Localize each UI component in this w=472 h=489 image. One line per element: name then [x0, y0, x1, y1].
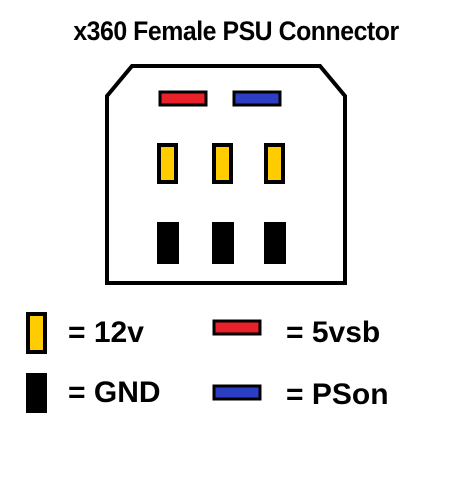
pin-12v-2	[212, 143, 233, 184]
pin-gnd-3	[264, 222, 286, 264]
legend-label-pson: = PSon	[286, 378, 389, 411]
legend-swatch-pson	[212, 384, 262, 401]
legend-label-gnd: = GND	[68, 376, 161, 409]
legend-swatch-12v	[26, 312, 47, 354]
pin-12v-1	[157, 143, 178, 184]
legend-swatch-5vsb	[212, 319, 262, 336]
pin-5vsb	[158, 90, 208, 107]
diagram-title: x360 Female PSU Connector	[73, 16, 399, 46]
pin-pson	[232, 90, 282, 107]
pin-gnd-2	[212, 222, 234, 264]
legend-swatch-gnd	[26, 373, 47, 413]
legend-label-12v: = 12v	[68, 316, 144, 349]
pin-12v-3	[264, 143, 285, 184]
legend-label-5vsb: = 5vsb	[286, 316, 381, 349]
pin-gnd-1	[157, 222, 179, 264]
